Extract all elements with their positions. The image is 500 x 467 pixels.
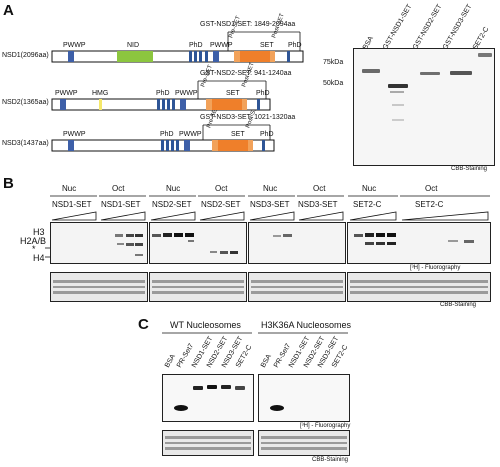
nsd3-set-label: SET [231,131,245,138]
nsd1-nid-label: NID [127,42,140,49]
c-fluoro-k36 [258,374,350,422]
b-cbb-gel-4 [347,272,491,302]
nsd2-set-label: SET [226,90,240,97]
b-g2-oct: Oct [215,184,228,193]
b-g4-nuc-lane: SET2-C [353,200,382,209]
nsd3-pwwp2-label: PWWP [179,131,202,138]
marker-50: 50kDa [323,80,344,87]
c-fluoro-wt [162,374,254,422]
b-g2-nuc: Nuc [166,184,181,193]
b-fluoro-gel-3 [248,222,346,264]
nsd3-phd2-label: PhD [260,131,274,138]
b-fluoro-gel-4 [347,222,491,264]
nsd2-hmg-label: HMG [92,90,109,97]
b-cbb-gel-1 [50,272,148,302]
nsd2-pwwp-label: PWWP [55,90,78,97]
nsd1-nid-box [117,51,153,62]
b-g4-nuc: Nuc [362,184,377,193]
nsd2-phd2-label: PhD [256,90,270,97]
b-g2-nuc-lane: NSD2-SET [152,200,192,209]
c-cbb-k36 [258,430,350,456]
b-g1-nuc-lane: NSD1-SET [52,200,92,209]
b-g1-oct: Oct [112,184,125,193]
marker-75: 75kDa [323,59,344,66]
nsd1-phd2-label: PhD [288,42,302,49]
label-h4: H4 [33,253,45,263]
nsd1-pwwp2-label: PWWP [210,42,233,49]
panel-letter-c: C [138,316,149,333]
b-g1-oct-lane: NSD1-SET [101,200,141,209]
nsd1-phd-label: PhD [189,42,203,49]
nsd1-bar [51,50,304,63]
c-wt-title: WT Nucleosomes [170,320,241,330]
nsd1-set-range: GST-NSD1-SET: 1849-2094aa [200,21,296,28]
b-g2-oct-lane: NSD2-SET [201,200,241,209]
nsd3-phd-label: PhD [160,131,174,138]
nsd3-set-range: GST-NSD3-SET: 1021-1320aa [200,114,296,121]
b-fluoro-gel-2 [149,222,247,264]
b-g3-nuc-lane: NSD3-SET [250,200,290,209]
c-cbb-label: CBB-Staining [312,457,349,463]
b-g4-oct: Oct [425,184,438,193]
nsd3-pwwp-label: PWWP [63,131,86,138]
c-fluoro-label: [³H] - Fluorography [300,423,351,429]
nsd3-label: NSD3(1437aa) [2,140,49,147]
panel-a-cbb-label: CBB-Staining [451,166,488,172]
b-g3-oct: Oct [313,184,326,193]
b-cbb-gel-3 [248,272,346,302]
nsd1-pwwp-label: PWWP [63,42,86,49]
nsd1-label: NSD1(2096aa) [2,52,49,59]
b-g4-oct-lane: SET2-C [415,200,444,209]
domain-diagram [51,31,304,152]
label-h3: H3 [33,227,45,237]
c-cbb-wt [162,430,254,456]
b-g3-nuc: Nuc [263,184,278,193]
c-k36-title: H3K36A Nucleosomes [261,320,352,330]
nsd2-phd-label: PhD [156,90,170,97]
panel-a-gel [353,48,495,166]
panel-letter-b: B [3,175,14,192]
label-h2ab: H2A/B [20,236,47,246]
b-cbb-gel-2 [149,272,247,302]
label-star: * [32,244,36,254]
panel-letter-a: A [3,2,14,19]
nsd2-label: NSD2(1365aa) [2,99,49,106]
nsd1-pwwp-box [68,51,74,62]
b-g3-oct-lane: NSD3-SET [298,200,338,209]
b-fluoro-label: [³H] - Fluorography [410,265,461,271]
nsd2-pwwp2-label: PWWP [175,90,198,97]
nsd1-set-label: SET [260,42,274,49]
b-cbb-label: CBB-Staining [440,302,477,308]
nsd2-set-range: GST-NSD2-SET: 941-1240aa [200,70,292,77]
b-g1-nuc: Nuc [62,184,77,193]
b-fluoro-gel-1 [50,222,148,264]
